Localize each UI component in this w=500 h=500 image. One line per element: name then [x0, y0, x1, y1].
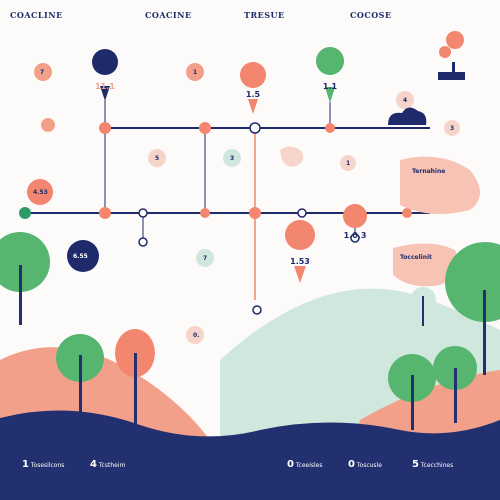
callout-title: Ternahine	[412, 168, 446, 175]
footer-label: Tcecchines	[420, 462, 454, 469]
map-pin-green	[316, 47, 345, 103]
badge-label: 7	[40, 69, 45, 76]
badge-label: 1	[346, 160, 351, 167]
column-header: COACLINE	[10, 10, 63, 20]
footer-label: Tcstheim	[98, 462, 126, 469]
timeline-node	[325, 123, 335, 133]
timeline-node	[249, 207, 261, 219]
cloud-icon	[388, 107, 427, 125]
footer-label: Toscusle	[356, 462, 382, 469]
footer-band	[0, 410, 500, 500]
badge-label: 1	[193, 69, 198, 76]
timeline-node	[402, 208, 412, 218]
callout-blob	[400, 156, 480, 214]
badge-circle	[27, 179, 53, 205]
badge-label: 7	[203, 255, 208, 262]
timeline-node	[138, 237, 148, 247]
timeline-node	[199, 122, 211, 134]
map-pin-coral	[285, 220, 316, 283]
badge-circle	[148, 149, 166, 167]
footer-item: 4 Tcstheim	[90, 459, 125, 470]
footer-number: 0	[287, 459, 294, 470]
footer-item: 0 Tceeisles	[287, 459, 323, 470]
footer-number: 5	[412, 459, 419, 470]
pin-label: 1.5	[245, 90, 261, 99]
badge-circle	[34, 63, 52, 81]
timeline-node	[138, 208, 148, 218]
navy-circle	[67, 240, 99, 272]
timeline-node	[249, 122, 261, 134]
footer-label: Tceeisles	[295, 462, 323, 469]
pin-label: 1.53	[290, 257, 310, 266]
footer-item: 1 Tosesilcons	[22, 459, 64, 470]
factory-icon	[438, 62, 465, 80]
column-header: COACINE	[145, 10, 192, 20]
footer-number: 4	[90, 459, 97, 470]
footer-label: Tosesilcons	[30, 462, 65, 469]
blob-shape	[280, 146, 304, 167]
timeline-node	[297, 208, 307, 218]
map-pin-navy	[92, 49, 119, 101]
callout-blob	[393, 243, 458, 287]
footer-item: 5 Tcecchines	[412, 459, 453, 470]
timeline-node	[19, 207, 31, 219]
pin-label: 1.0.3	[343, 231, 367, 240]
column-header: COCOSE	[350, 10, 392, 20]
timeline-node	[99, 122, 111, 134]
badge-circle	[186, 326, 204, 344]
footer-number: 0	[348, 459, 355, 470]
badge-circle	[186, 63, 204, 81]
badge-label: 5	[155, 155, 160, 162]
badge-circle	[223, 149, 241, 167]
map-pin-coral	[343, 204, 368, 228]
footer-item: 0 Toscusle	[348, 459, 382, 470]
badge-circle	[41, 118, 55, 132]
badge-circle	[446, 31, 464, 49]
badge-label: 4	[403, 97, 408, 104]
map-pin-coral	[240, 62, 267, 114]
badge-label: 6.55	[73, 253, 88, 260]
timeline-node	[99, 207, 111, 219]
badge-label: 3	[450, 125, 455, 132]
badge-label: 0.	[193, 332, 200, 339]
badge-label: 3	[230, 155, 235, 162]
badge-circle	[340, 155, 356, 171]
badge-circle	[444, 120, 460, 136]
column-header: TRESUE	[244, 10, 285, 20]
callout-title: Toccelinit	[400, 254, 432, 261]
badge-label: 4.53	[33, 189, 48, 196]
timeline-node	[252, 305, 262, 315]
badge-circle	[396, 91, 414, 109]
pin-label: 11.1	[95, 82, 115, 91]
badge-circle	[196, 249, 214, 267]
badge-circle	[439, 46, 451, 58]
timeline-node	[200, 208, 210, 218]
pin-label: 1.1	[322, 82, 338, 91]
tree-group	[0, 232, 500, 435]
timeline-node	[350, 233, 360, 243]
footer-number: 1	[22, 459, 29, 470]
